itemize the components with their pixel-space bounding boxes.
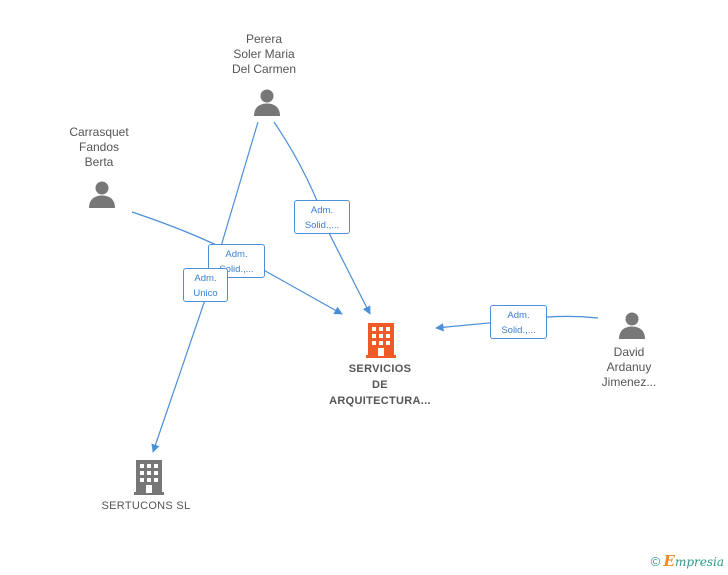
person-label-david: David Ardanuy Jimenez... bbox=[601, 345, 657, 389]
building-icon[interactable] bbox=[133, 459, 165, 495]
person-label-carrasquet: Carrasquet Fandos Berta bbox=[69, 125, 129, 169]
person-icon[interactable] bbox=[87, 180, 117, 210]
edge-label-carrasquet-servicios[interactable]: Adm. Solid.,... bbox=[208, 244, 265, 278]
copyright-symbol: © bbox=[650, 554, 661, 569]
company-label-servicios: SERVICIOS DE ARQUITECTURA... bbox=[329, 363, 431, 407]
edge-label-perera-servicios[interactable]: Adm. Solid.,... bbox=[294, 200, 350, 234]
footer-credit: © Empresia bbox=[651, 552, 724, 570]
person-label-perera: Perera Soler Maria Del Carmen bbox=[231, 32, 297, 76]
person-icon[interactable] bbox=[252, 88, 282, 118]
edge-label-david-servicios[interactable]: Adm. Solid.,... bbox=[490, 305, 547, 339]
person-icon[interactable] bbox=[617, 311, 647, 341]
brand-logo: Empresia bbox=[663, 552, 725, 570]
company-label-sertucons: SERTUCONS SL bbox=[101, 500, 191, 512]
building-icon[interactable] bbox=[365, 322, 397, 358]
edge-label-perera-sertucons[interactable]: Adm. Unico bbox=[183, 268, 228, 302]
